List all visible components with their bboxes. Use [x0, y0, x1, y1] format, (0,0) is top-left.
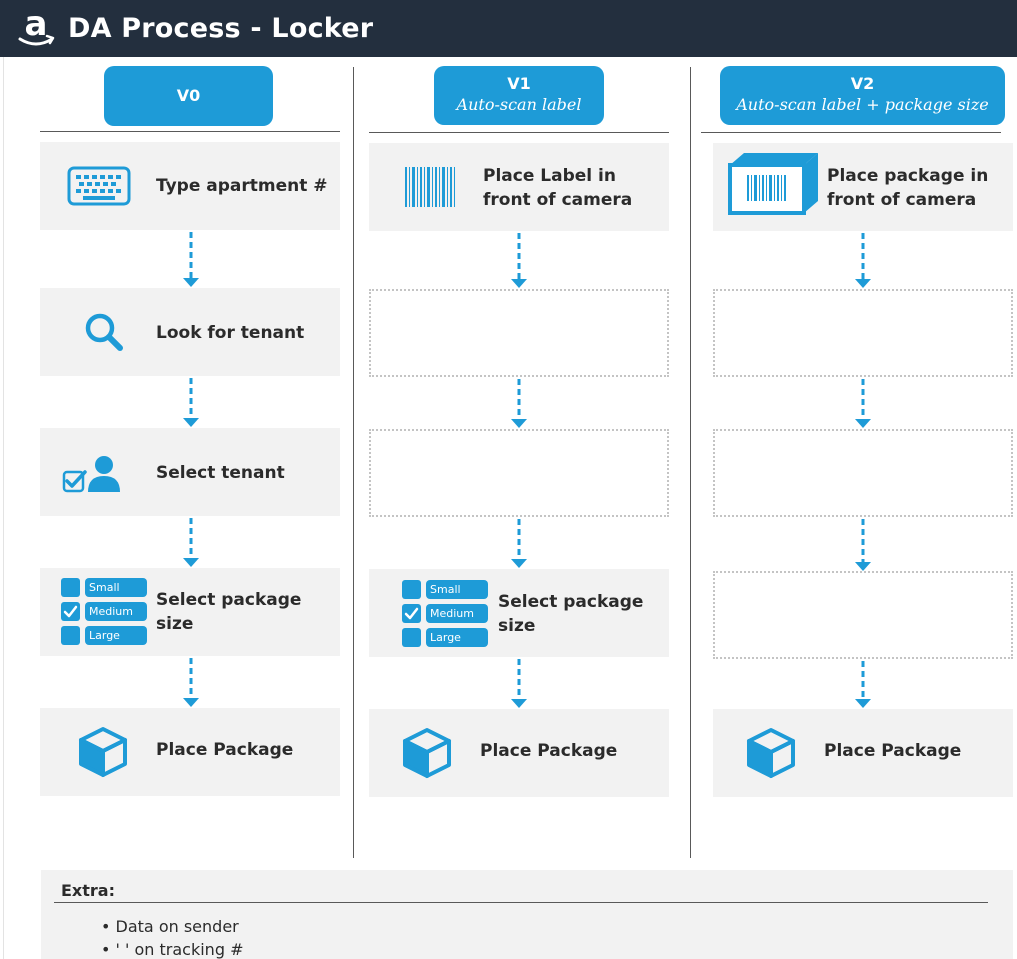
size-option-medium: Medium [402, 604, 488, 624]
step-box-place-label: Place Label in front of camera [369, 143, 669, 231]
size-option-large: Large [61, 626, 147, 646]
checkbox-icon [61, 626, 80, 645]
size-tag: Large [426, 628, 488, 647]
select-user-icon [62, 456, 120, 493]
size-tag: Medium [426, 604, 488, 623]
step-label: Place Package [480, 741, 618, 761]
step-box-skipped [713, 429, 1013, 517]
step-box-place-package: Place Package [369, 709, 669, 797]
step-box-skipped [713, 571, 1013, 659]
box-icon [403, 728, 451, 778]
column-rule [369, 132, 669, 133]
page-header: a DA Process - Locker [0, 0, 1017, 57]
flow-arrow [511, 233, 527, 288]
flow-arrow [183, 658, 199, 707]
step-box-select-package-size: Small Medium Large Select package size [369, 569, 669, 657]
size-tag: Small [426, 580, 488, 599]
size-picker-icon: Small Medium Large [61, 578, 147, 650]
version-subtitle: Auto-scan label [456, 95, 582, 114]
extra-panel: Extra: Data on sender ' ' on tracking # [41, 870, 1013, 959]
keyboard-icon [67, 166, 131, 206]
step-label: Select tenant [156, 463, 285, 483]
column-rule [40, 131, 340, 132]
checkbox-checked-icon [402, 604, 421, 623]
version-pill-v1: V1 Auto-scan label [434, 66, 604, 125]
page-border [3, 57, 4, 959]
flow-arrow [183, 518, 199, 567]
size-tag: Small [85, 578, 147, 597]
flow-arrow [183, 232, 199, 287]
list-item: Data on sender [101, 915, 243, 938]
checkbox-icon [402, 580, 421, 599]
box-icon [79, 727, 127, 777]
step-box-select-tenant: Select tenant [40, 428, 340, 516]
barcode-icon [405, 167, 455, 207]
step-box-place-package-camera: Place package in front of camera [713, 143, 1013, 231]
flow-arrow [855, 519, 871, 571]
version-title: V2 [850, 74, 875, 93]
step-label: Place Package [156, 740, 294, 760]
checkbox-icon [61, 578, 80, 597]
size-option-small: Small [61, 578, 147, 598]
flow-arrow [183, 378, 199, 427]
size-tag: Medium [85, 602, 147, 621]
flow-arrow [855, 379, 871, 428]
list-item: ' ' on tracking # [101, 938, 244, 959]
step-label: Place package in front of camera [827, 166, 989, 210]
version-title: V0 [176, 86, 201, 105]
size-option-medium: Medium [61, 602, 147, 622]
step-label: Place Package [824, 741, 962, 761]
flow-arrow [511, 659, 527, 708]
version-pill-v0: V0 [104, 66, 273, 126]
search-icon [85, 313, 123, 351]
flow-arrow [855, 661, 871, 708]
step-box-skipped [713, 289, 1013, 377]
svg-text:a: a [25, 5, 48, 44]
version-title: V1 [507, 74, 531, 93]
extra-rule [54, 902, 988, 903]
step-box-place-package: Place Package [713, 709, 1013, 797]
step-label: Look for tenant [156, 323, 305, 343]
page-title: DA Process - Locker [68, 13, 374, 44]
step-box-skipped [369, 429, 669, 517]
size-option-large: Large [402, 628, 488, 648]
step-box-place-package: Place Package [40, 708, 340, 796]
column-divider [353, 67, 354, 858]
checkbox-icon [402, 628, 421, 647]
step-box-select-package-size: Small Medium Large Select package size [40, 568, 340, 656]
box-icon [747, 728, 795, 778]
step-label: Place Label in front of camera [483, 166, 633, 210]
column-rule [701, 132, 1001, 133]
step-box-look-for-tenant: Look for tenant [40, 288, 340, 376]
extra-list: Data on sender ' ' on tracking # [101, 915, 244, 959]
size-option-small: Small [402, 580, 488, 600]
step-label: Select package size [498, 592, 644, 636]
version-pill-v2: V2 Auto-scan label + package size [720, 66, 1005, 125]
size-picker-icon: Small Medium Large [402, 580, 488, 652]
step-label: Type apartment # [156, 176, 328, 196]
amazon-logo-icon: a [18, 5, 55, 46]
step-box-skipped [369, 289, 669, 377]
flow-arrow [855, 233, 871, 288]
step-box-type-apartment: Type apartment # [40, 142, 340, 230]
step-label: Select package size [156, 590, 302, 634]
checkbox-checked-icon [61, 602, 80, 621]
flow-arrow [511, 519, 527, 568]
size-tag: Large [85, 626, 147, 645]
flow-arrow [511, 379, 527, 428]
extra-title: Extra: [61, 881, 115, 900]
package-barcode-icon [728, 153, 818, 215]
version-subtitle: Auto-scan label + package size [736, 95, 989, 114]
column-divider [690, 67, 691, 858]
